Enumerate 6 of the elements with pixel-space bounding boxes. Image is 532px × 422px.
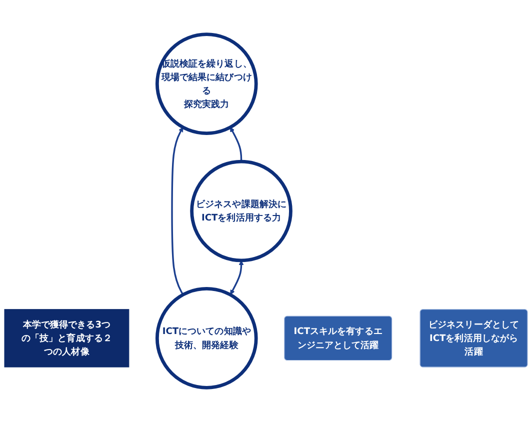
node-circle: ビジネスや課題解決にICTを利活用する力 [190, 160, 292, 262]
node-box: 本学で獲得できる3つの「技」と育成する２つの人材像 [4, 309, 130, 368]
arrow [171, 127, 184, 296]
arrow [230, 260, 244, 295]
arrow [230, 127, 242, 162]
node-circle: ICTについての知識や技術、開発経験 [155, 287, 258, 390]
